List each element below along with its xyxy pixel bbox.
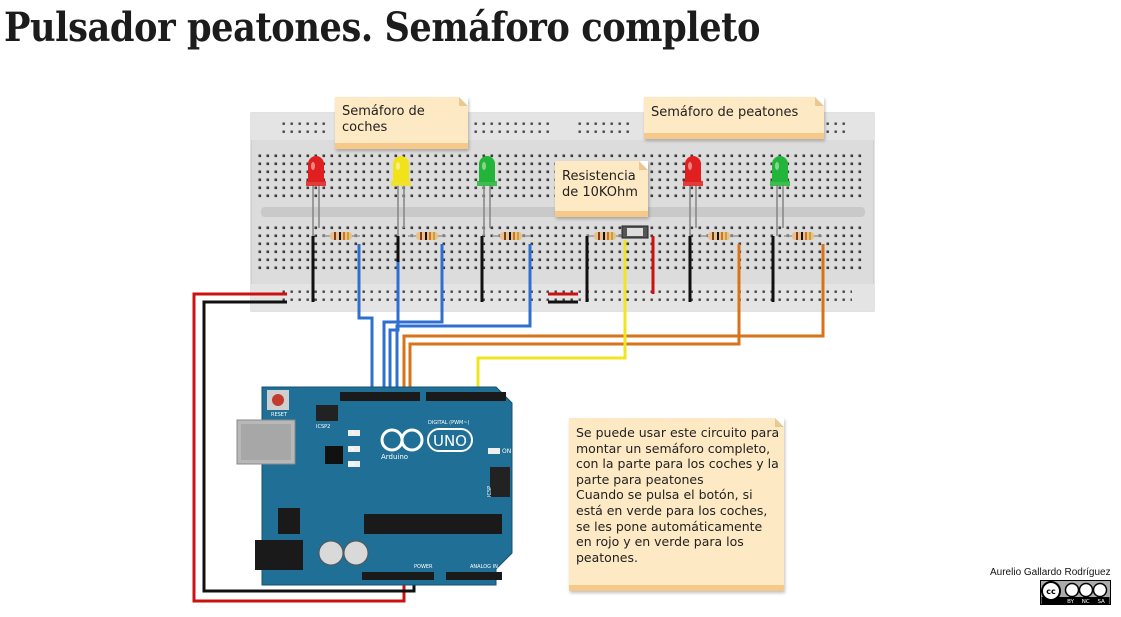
led-red (306, 156, 326, 236)
note-peatones-text: Semáforo de peatones (651, 105, 799, 120)
leds (306, 156, 790, 236)
yellow-wire (476, 240, 627, 397)
author-credit: Aurelio Gallardo Rodríguez (990, 567, 1111, 578)
push-button (621, 225, 649, 239)
digital-label: DIGITAL (PWM~) (428, 420, 470, 426)
note-resistencia: Resistencia de 10KOhm (555, 161, 648, 217)
note-fold (639, 161, 648, 170)
icsp2-label: ICSP2 (316, 424, 330, 430)
note-description-text: Se puede usar este circuito para montar … (576, 425, 780, 565)
blue-wires (357, 244, 532, 395)
note-peatones: Semáforo de peatones (644, 97, 824, 139)
license-text: BY NC SA (1067, 599, 1105, 605)
analog-label: ANALOG IN (470, 564, 498, 570)
page-title: Pulsador peatones. Semáforo completo (4, 4, 761, 51)
led-label-rx: RX (348, 462, 355, 468)
led-green (477, 156, 497, 236)
svg-text:cc: cc (1046, 587, 1056, 596)
orange-wires (402, 244, 825, 395)
icsp-label: ICSP (487, 486, 493, 497)
note-band (555, 211, 648, 217)
led-label-l: L (352, 430, 355, 436)
reset-label: RESET (271, 412, 288, 418)
note-fold (459, 97, 468, 106)
board-brand-label: Arduino (381, 453, 408, 461)
note-fold (815, 97, 824, 106)
arduino-board: UNO Arduino RESET ICSP2 ON DIGITAL (PWM~… (236, 386, 513, 586)
note-coches: Semáforo de coches (335, 97, 468, 149)
note-band (644, 133, 824, 139)
note-resistencia-text: Resistencia de 10KOhm (562, 169, 638, 200)
note-band (335, 143, 468, 149)
on-label: ON (502, 448, 511, 455)
note-band (569, 585, 784, 591)
note-description: Se puede usar este circuito para montar … (569, 418, 784, 591)
power-label: POWER (414, 564, 433, 570)
resistors (322, 232, 822, 240)
note-fold (775, 418, 784, 427)
board-model-label: UNO (433, 432, 467, 450)
led-green (770, 156, 790, 236)
led-label-tx: TX (347, 447, 355, 453)
led-red (683, 156, 703, 236)
led-yellow (391, 156, 411, 236)
cc-license-badge: cc BY NC SA (1040, 580, 1111, 605)
note-coches-text: Semáforo de coches (342, 104, 425, 135)
power-jumpers (548, 236, 655, 304)
